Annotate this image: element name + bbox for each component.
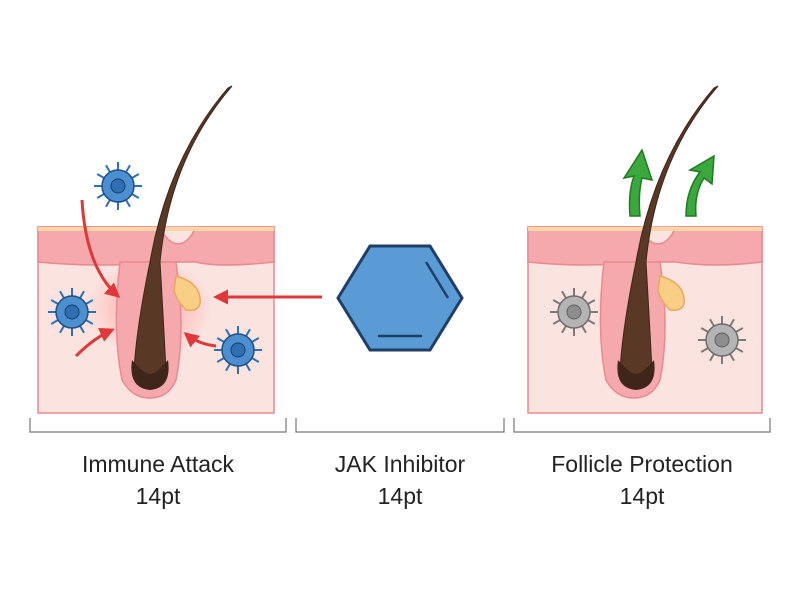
immune-cell-icon xyxy=(214,326,262,374)
caption-follicle-protection: Follicle Protection 14pt xyxy=(522,448,762,512)
panel-size-note: 14pt xyxy=(619,483,665,509)
attack-arrow-icon xyxy=(74,328,115,358)
immune-cell-icon xyxy=(48,288,96,336)
hexagon-molecule-icon xyxy=(336,244,464,352)
caption-jak-inhibitor: JAK Inhibitor 14pt xyxy=(280,448,520,512)
panel-follicle-protection xyxy=(527,85,763,414)
attack-arrow-icon xyxy=(183,332,217,348)
panel-immune-attack xyxy=(37,85,275,414)
caption-bracket xyxy=(29,418,287,433)
immune-cell-icon xyxy=(94,162,142,210)
caption-immune-attack: Immune Attack 14pt xyxy=(38,448,278,512)
sebaceous-gland xyxy=(173,275,201,311)
panel-label: Follicle Protection xyxy=(551,451,733,477)
panel-label: JAK Inhibitor xyxy=(334,451,466,477)
attack-arrow-icon xyxy=(80,199,121,298)
panel-label: Immune Attack xyxy=(81,451,235,477)
hair-bulb xyxy=(617,360,655,390)
hair-bulb xyxy=(131,360,169,390)
caption-bracket xyxy=(295,418,505,433)
sebaceous-gland xyxy=(657,275,685,311)
growth-arrow-icon xyxy=(685,154,715,217)
inactive-cell-icon xyxy=(698,316,746,364)
caption-bracket xyxy=(513,418,771,433)
growth-arrow-icon xyxy=(622,148,654,217)
panel-size-note: 14pt xyxy=(377,483,423,509)
inactive-cell-icon xyxy=(550,288,598,336)
panel-size-note: 14pt xyxy=(135,483,181,509)
